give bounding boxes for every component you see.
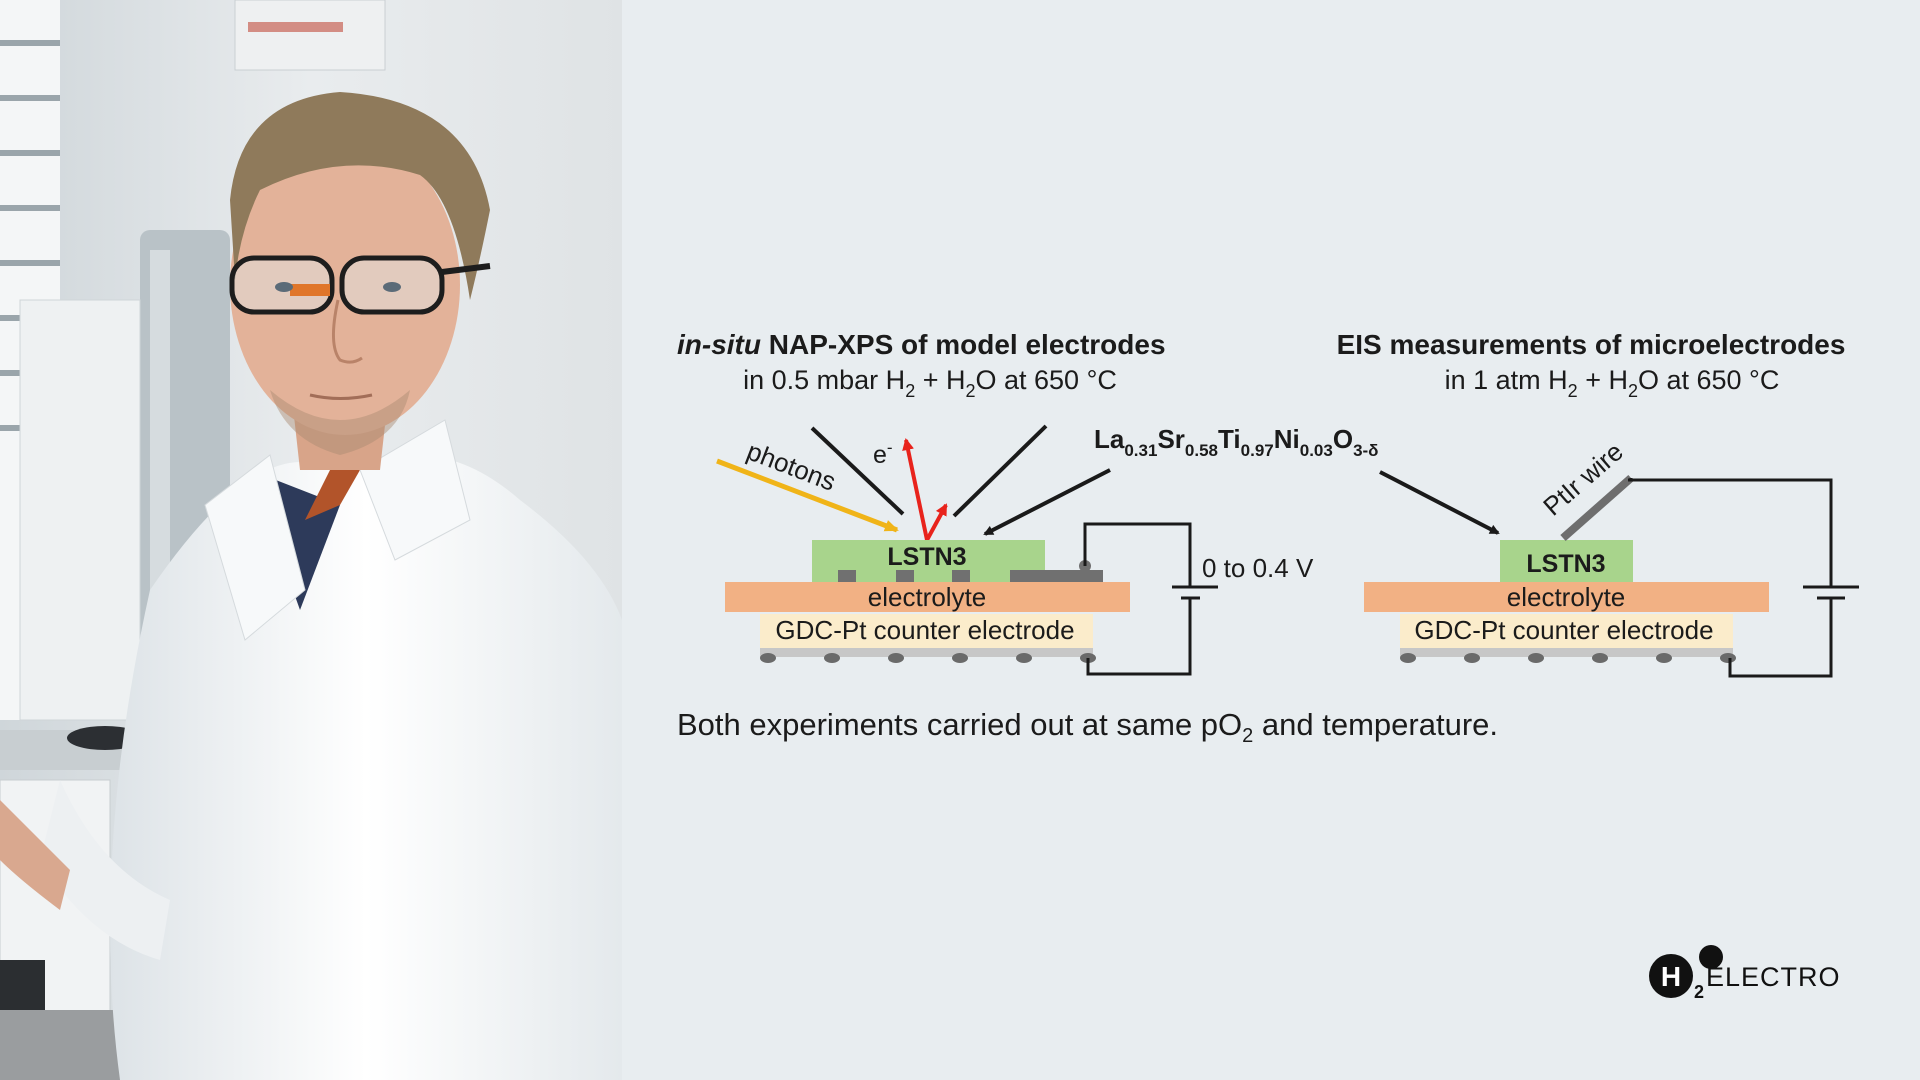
formula-el-ti: Ti: [1218, 424, 1241, 454]
electrolyte-layer-right: [1364, 582, 1769, 612]
left-cond-prefix: in 0.5 mbar H: [743, 365, 905, 395]
logo-h-circle: [1649, 954, 1693, 998]
formula-sub-ti: 0.97: [1241, 441, 1274, 460]
electron-label: e-: [873, 438, 893, 469]
logo-sub: 2: [1694, 982, 1704, 1002]
right-cond-mid: + H: [1578, 365, 1628, 395]
analyzer-line-right: [952, 424, 1048, 518]
formula-el-sr: Sr: [1157, 424, 1184, 454]
right-cond-sub1: 2: [1568, 381, 1578, 401]
lstn3-formula: La0.31Sr0.58Ti0.97Ni0.03O3-δ: [1094, 424, 1379, 460]
pt-layer-left: [760, 648, 1093, 657]
electrolyte-label-right: electrolyte: [1507, 582, 1626, 612]
left-cond-mid: + H: [915, 365, 965, 395]
electrolyte-label-left: electrolyte: [868, 582, 987, 612]
caption-suffix: and temperature.: [1253, 707, 1498, 742]
right-cond-sub2: 2: [1628, 381, 1638, 401]
formula-sub-o: 3-δ: [1353, 441, 1378, 460]
ptir-wire-label: PtIr wire: [1537, 436, 1629, 521]
electron-arrow-long: [902, 438, 929, 541]
h2electro-logo: H 2 ELECTRO: [1649, 945, 1841, 1002]
right-cond-prefix: in 1 atm H: [1445, 365, 1568, 395]
lstn3-layer-right: [1500, 540, 1633, 582]
current-collector-strips: [838, 570, 1103, 582]
electron-label-sup: -: [887, 438, 893, 457]
formula-el-o: O: [1333, 424, 1353, 454]
left-title-rest: NAP-XPS of model electrodes: [761, 329, 1166, 360]
scientist-photo-drawing: [0, 0, 622, 1080]
right-cond-suffix: O at 650 °C: [1638, 365, 1779, 395]
pt-dots-left: [760, 653, 1096, 663]
pt-layer-right: [1400, 648, 1733, 657]
formula-arrow-right: [1379, 470, 1500, 535]
counter-electrode-label-left: GDC-Pt counter electrode: [775, 615, 1074, 645]
left-cond-sub1: 2: [905, 381, 915, 401]
left-title-italic: in-situ: [677, 329, 761, 360]
left-cond-sub2: 2: [965, 381, 975, 401]
circuit-wire-left: [1083, 522, 1218, 676]
lstn3-label-left: LSTN3: [887, 543, 966, 571]
counter-electrode-label-right: GDC-Pt counter electrode: [1414, 615, 1713, 645]
formula-arrow-left: [983, 468, 1111, 536]
right-panel-conditions: in 1 atm H2 + H2O at 650 °C: [1445, 365, 1780, 401]
formula-el-ni: Ni: [1274, 424, 1300, 454]
counter-electrode-layer-right: [1400, 614, 1733, 648]
logo-text: ELECTRO: [1706, 962, 1841, 992]
scientist-photo: [0, 0, 622, 1080]
caption: Both experiments carried out at same pO2…: [677, 707, 1498, 748]
caption-prefix: Both experiments carried out at same pO: [677, 707, 1243, 742]
pt-dots-right: [1400, 653, 1736, 663]
left-panel-title: in-situ NAP-XPS of model electrodes: [677, 329, 1166, 360]
voltage-label: 0 to 0.4 V: [1202, 553, 1314, 583]
left-cond-suffix: O at 650 °C: [976, 365, 1117, 395]
electrolyte-layer-left: [725, 582, 1130, 612]
lstn3-label-right: LSTN3: [1526, 550, 1605, 578]
formula-el-la: La: [1094, 424, 1125, 454]
electron-arrow-short: [925, 503, 948, 541]
logo-dot: [1699, 945, 1723, 969]
electron-label-base: e: [873, 441, 887, 469]
logo-main: H: [1661, 961, 1681, 992]
photon-arrow: [716, 458, 899, 533]
ptir-wire: [1560, 475, 1634, 541]
analyzer-line-left: [810, 426, 905, 516]
caption-sub: 2: [1242, 725, 1254, 748]
formula-sub-sr: 0.58: [1185, 441, 1218, 460]
formula-sub-la: 0.31: [1124, 441, 1157, 460]
right-panel-title: EIS measurements of microelectrodes: [1337, 329, 1846, 360]
left-panel-conditions: in 0.5 mbar H2 + H2O at 650 °C: [743, 365, 1117, 401]
circuit-wire-right: [1628, 478, 1859, 678]
formula-sub-ni: 0.03: [1300, 441, 1333, 460]
counter-electrode-layer-left: [760, 614, 1093, 648]
